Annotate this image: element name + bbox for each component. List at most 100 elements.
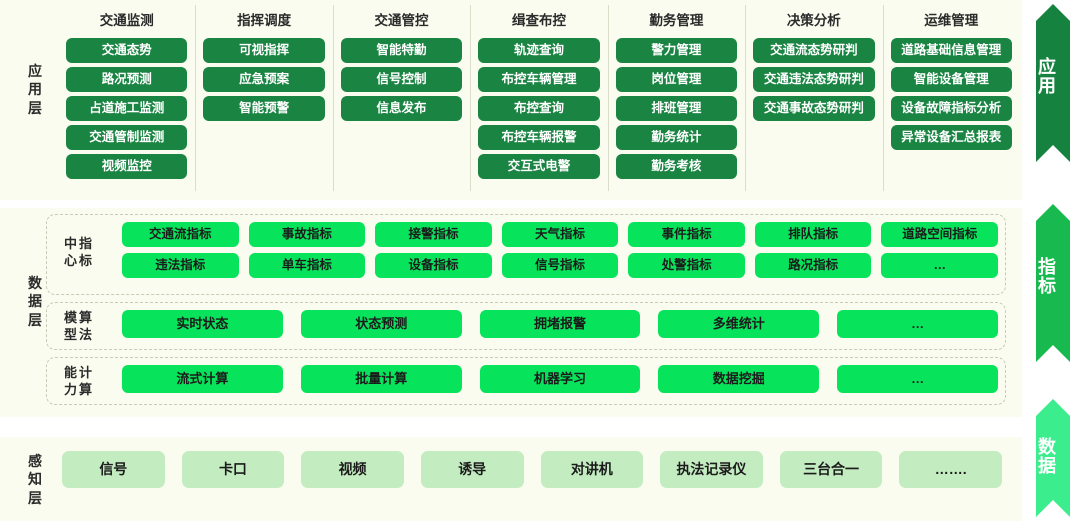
app-item[interactable]: 勤务统计	[615, 125, 738, 150]
kpi-center-caption: 中 心 指 标	[64, 236, 92, 270]
app-item[interactable]: 轨迹查询	[478, 38, 600, 63]
perception-item[interactable]: 对讲机	[540, 451, 644, 488]
column-title: 缉查布控	[511, 13, 566, 28]
kpi-item[interactable]: 事件指标	[628, 222, 745, 247]
computing-item[interactable]: 流式计算	[122, 365, 283, 393]
app-item[interactable]: 视频监控	[66, 154, 188, 179]
caption-char: 型	[64, 326, 78, 342]
computing-item[interactable]: 机器学习	[479, 365, 641, 393]
kpi-item[interactable]: 单车指标	[248, 253, 366, 278]
app-item[interactable]: 交通流态势研判	[753, 38, 875, 63]
caption-char: 能	[64, 365, 78, 380]
arrow-indicator-label: 指 标	[1030, 257, 1064, 297]
algorithm-item-more[interactable]: …	[837, 310, 998, 338]
app-item[interactable]: 交通事故态势研判	[753, 96, 875, 121]
app-item[interactable]: 警力管理	[615, 38, 738, 63]
computing-item[interactable]: 数据挖掘	[658, 365, 820, 393]
app-column-traffic-control: 交通管控 智能特勤 信号控制 信息发布	[332, 0, 470, 200]
perception-item[interactable]: 信号	[62, 451, 165, 488]
computing-item[interactable]: 批量计算	[300, 365, 462, 393]
kpi-chip-rows: 交通流指标 事故指标 接警指标 天气指标 事件指标 排队指标 道路空间指标 违法…	[122, 222, 999, 284]
kpi-item[interactable]: 处警指标	[628, 253, 745, 278]
algorithm-item[interactable]: 拥堵报警	[479, 310, 641, 338]
app-item[interactable]: 应急预案	[203, 67, 325, 92]
app-item[interactable]: 布控车辆管理	[478, 67, 600, 92]
arrow-indicator	[1036, 204, 1070, 362]
caption-char: 计	[79, 365, 93, 380]
perception-item-more[interactable]: …….	[899, 451, 1002, 488]
app-item[interactable]: 异常设备汇总报表	[890, 125, 1012, 150]
kpi-item-more[interactable]: …	[881, 253, 999, 278]
app-item[interactable]: 交通管制监测	[66, 125, 188, 150]
caption-char: 层	[28, 489, 42, 506]
app-item[interactable]: 交互式电警	[478, 154, 600, 179]
label-char: 数	[1038, 437, 1056, 457]
app-item[interactable]: 信号控制	[340, 67, 463, 92]
perception-item[interactable]: 诱导	[420, 451, 524, 488]
caption-char: 算	[79, 381, 93, 397]
app-column-investigation-deployment: 缉查布控 轨迹查询 布控车辆管理 布控查询 布控车辆报警 交互式电警	[470, 0, 607, 200]
app-item[interactable]: 交通态势	[66, 38, 188, 63]
app-item[interactable]: 布控车辆报警	[478, 125, 600, 150]
column-title: 指挥调度	[237, 13, 292, 28]
caption-char: 心	[64, 252, 78, 268]
caption-char: 算	[79, 310, 93, 325]
application-columns: 交通监测 交通态势 路况预测 占道施工监测 交通管制监测 视频监控 指挥调度 可…	[58, 0, 1020, 200]
app-item[interactable]: 设备故障指标分析	[890, 96, 1012, 121]
label-char: 标	[1038, 276, 1056, 297]
perception-item[interactable]: 执法记录仪	[660, 451, 763, 488]
algorithm-item[interactable]: 实时状态	[122, 310, 283, 338]
caption-char: 数	[28, 275, 42, 291]
computing-item-more[interactable]: …	[837, 365, 998, 393]
algorithm-item[interactable]: 状态预测	[300, 310, 462, 338]
perception-item[interactable]: 卡口	[181, 451, 285, 488]
app-item[interactable]: 智能设备管理	[890, 67, 1012, 92]
application-layer-caption: 应 用 层	[22, 62, 48, 117]
kpi-item[interactable]: 道路空间指标	[881, 222, 999, 247]
app-item[interactable]: 信息发布	[340, 96, 463, 121]
app-item[interactable]: 智能特勤	[340, 38, 463, 63]
arrow-application-label: 应 用	[1030, 57, 1064, 97]
caption-char: 感	[28, 453, 42, 469]
app-column-command-dispatch: 指挥调度 可视指挥 应急预案 智能预警	[195, 0, 332, 200]
caption-char: 层	[28, 99, 42, 116]
app-item[interactable]: 道路基础信息管理	[890, 38, 1012, 63]
app-item[interactable]: 可视指挥	[203, 38, 325, 63]
caption-char: 力	[64, 381, 78, 397]
app-item[interactable]: 布控查询	[478, 96, 600, 121]
kpi-item[interactable]: 路况指标	[754, 253, 872, 278]
app-item[interactable]: 岗位管理	[615, 67, 738, 92]
arrow-application	[1036, 4, 1070, 162]
caption-col-2: 计 算	[79, 365, 92, 399]
kpi-item[interactable]: 接警指标	[375, 222, 492, 247]
kpi-item[interactable]: 事故指标	[248, 222, 366, 247]
caption-char: 标	[79, 252, 93, 268]
data-layer-caption: 数 据 层	[22, 274, 48, 329]
up-arrow-icon	[1036, 204, 1070, 362]
perception-item[interactable]: 视频	[301, 451, 404, 488]
column-title: 交通管控	[374, 13, 429, 28]
label-char: 指	[1038, 257, 1056, 277]
app-item[interactable]: 勤务考核	[615, 154, 738, 179]
app-item[interactable]: 占道施工监测	[66, 96, 188, 121]
app-item[interactable]: 排班管理	[615, 96, 738, 121]
kpi-item[interactable]: 排队指标	[754, 222, 872, 247]
caption-char: 知	[28, 471, 42, 488]
arrow-data	[1036, 399, 1070, 517]
up-arrow-icon	[1036, 399, 1070, 517]
app-item[interactable]: 智能预警	[203, 96, 325, 121]
algorithm-item[interactable]: 多维统计	[658, 310, 820, 338]
kpi-item[interactable]: 天气指标	[501, 222, 619, 247]
perception-item[interactable]: 三台合一	[779, 451, 883, 488]
kpi-item[interactable]: 违法指标	[122, 253, 239, 278]
app-column-decision-analysis: 决策分析 交通流态势研判 交通违法态势研判 交通事故态势研判	[745, 0, 882, 200]
perception-items: 信号 卡口 视频 诱导 对讲机 执法记录仪 三台合一 …….	[62, 451, 1002, 488]
kpi-item[interactable]: 交通流指标	[122, 222, 239, 247]
layer-arrow-rail: 应 用 指 标 数 据	[1030, 0, 1080, 521]
kpi-item[interactable]: 设备指标	[375, 253, 492, 278]
app-item[interactable]: 交通违法态势研判	[753, 67, 875, 92]
kpi-item[interactable]: 信号指标	[501, 253, 619, 278]
app-item[interactable]: 路况预测	[66, 67, 188, 92]
data-layer-panel: 中 心 指 标 交通流指标 事故指标 接警指标 天气指标 事件指标 排队指标 道…	[0, 208, 1022, 417]
